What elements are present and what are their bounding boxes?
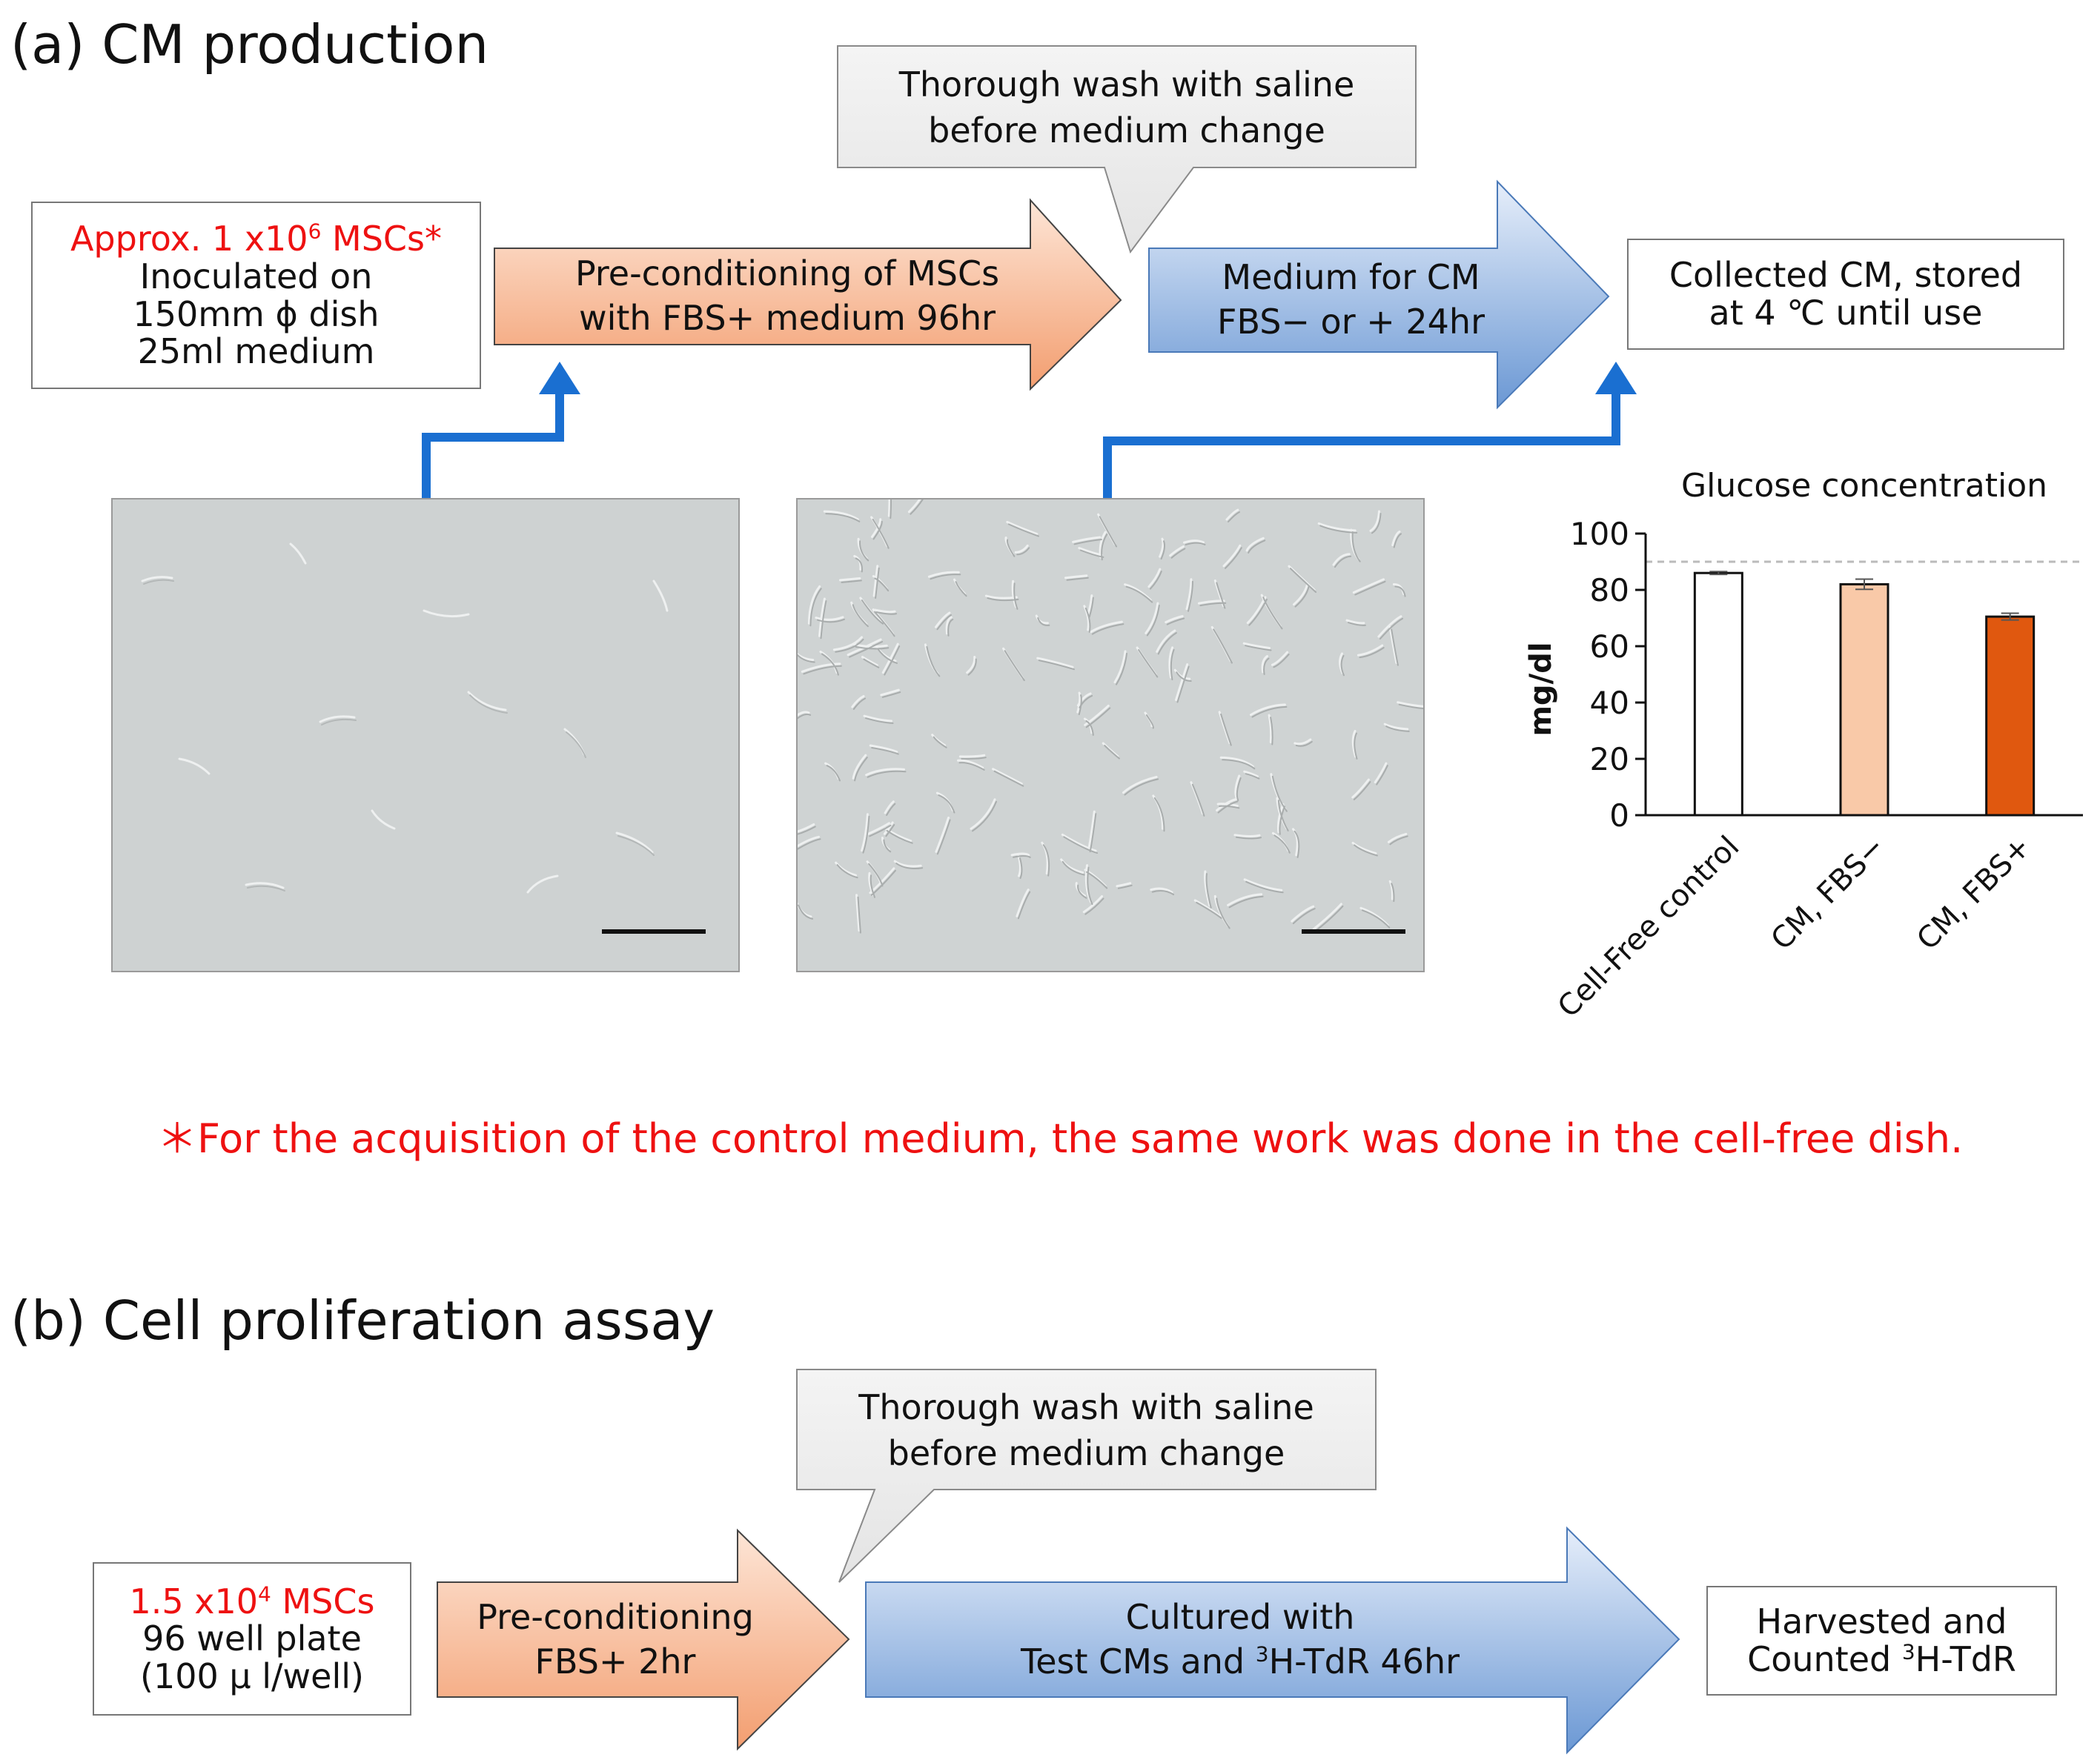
micrograph-initial (111, 498, 740, 972)
cell-micrograph (798, 499, 1423, 971)
y-tick-label: 100 (1570, 516, 1629, 552)
arrow-line: FBS− or + 24hr (1216, 302, 1485, 342)
box-line: 25ml medium (137, 331, 375, 372)
callout-text-a: Thorough wash with saline before medium … (838, 49, 1416, 166)
footnote: ＊For the acquisition of the control medi… (157, 1115, 1964, 1162)
arrow-line: with FBS+ medium 96hr (578, 298, 996, 338)
arrow-preconditioning-b (437, 1528, 850, 1751)
box-line: 96 well plate (142, 1618, 362, 1659)
arrow-medium-cm-a (1148, 179, 1610, 410)
arrow-text-a1: Pre-conditioning of MSCs with FBS+ mediu… (494, 248, 1080, 345)
micrograph-confluent (796, 498, 1425, 972)
arrow-line: Cultured with (1125, 1596, 1355, 1637)
x-tick-label: CM, FBS+ (1910, 830, 2037, 957)
box-line: at 4 ℃ until use (1709, 293, 1983, 333)
start-box-b: 1.5 x104 MSCs 96 well plate (100 μ l/wel… (93, 1562, 411, 1716)
arrow-line: Test CMs and 3H-TdR 46hr (1020, 1641, 1460, 1681)
y-axis-label: mg/dl (1524, 642, 1558, 736)
callout-bubble-b (796, 1369, 1377, 1583)
callout-line: Thorough wash with saline (898, 64, 1355, 104)
glucose-chart: Glucose concentration mg/dl 0 20 40 60 80 100… (1524, 467, 2083, 1024)
callout-bubble-a (837, 45, 1417, 254)
arrow-cultured-b (865, 1526, 1680, 1755)
callout-line: before medium change (928, 110, 1325, 150)
arrow-line: Medium for CM (1222, 257, 1480, 298)
scale-bar-icon (602, 929, 706, 934)
cell-count-highlight: 1.5 x104 MSCs (129, 1581, 375, 1621)
box-line: Counted 3H-TdR (1747, 1639, 2016, 1679)
callout-text-b: Thorough wash with saline before medium … (797, 1372, 1376, 1488)
callout-line: Thorough wash with saline (858, 1387, 1314, 1427)
panel-a-title: (a) CM production (10, 13, 489, 76)
arrow-text-b2: Cultured with Test CMs and 3H-TdR 46hr (866, 1582, 1614, 1697)
box-line: (100 μ l/well) (140, 1656, 364, 1696)
cell-count-highlight: Approx. 1 x106 MSCs* (70, 219, 443, 259)
chart-title: Glucose concentration (1681, 467, 2047, 505)
arrow-text-a2: Medium for CM FBS− or + 24hr (1149, 248, 1553, 352)
x-tick-label: CM, FBS− (1765, 830, 1892, 957)
y-tick-label: 40 (1590, 685, 1629, 721)
end-box-b: Harvested and Counted 3H-TdR (1706, 1586, 2057, 1696)
arrow-line: FBS+ 2hr (534, 1641, 696, 1681)
arrow-preconditioning-a (494, 198, 1122, 391)
bar (1693, 571, 1743, 817)
box-line: Inoculated on (139, 256, 373, 296)
box-line: 150mm ϕ dish (133, 293, 380, 334)
box-line: Harvested and (1756, 1601, 2007, 1642)
y-tick-label: 60 (1590, 628, 1629, 665)
start-box-a: Approx. 1 x106 MSCs* Inoculated on 150mm… (31, 202, 481, 389)
bar (1985, 615, 2036, 817)
arrow-line: Pre-conditioning of MSCs (574, 253, 1000, 294)
y-tick-label: 20 (1590, 741, 1629, 777)
y-tick-label: 80 (1590, 572, 1629, 608)
panel-b-title: (b) Cell proliferation assay (10, 1289, 715, 1352)
scale-bar-icon (1302, 929, 1405, 934)
cell-micrograph (113, 499, 738, 971)
arrow-line: Pre-conditioning (477, 1596, 754, 1637)
y-tick-label: 0 (1609, 797, 1629, 834)
box-line: Collected CM, stored (1669, 255, 2023, 296)
connector-arrowhead-2 (1595, 362, 1637, 394)
x-tick-label: Cell-Free control (1551, 830, 1746, 1025)
elbow-arrow-up-icon (422, 385, 1620, 498)
callout-line: before medium change (887, 1433, 1285, 1473)
connector-arrowhead-1 (539, 362, 580, 394)
bar (1839, 582, 1889, 817)
arrow-text-b1: Pre-conditioning FBS+ 2hr (437, 1582, 793, 1697)
end-box-a: Collected CM, stored at 4 ℃ until use (1627, 239, 2064, 350)
